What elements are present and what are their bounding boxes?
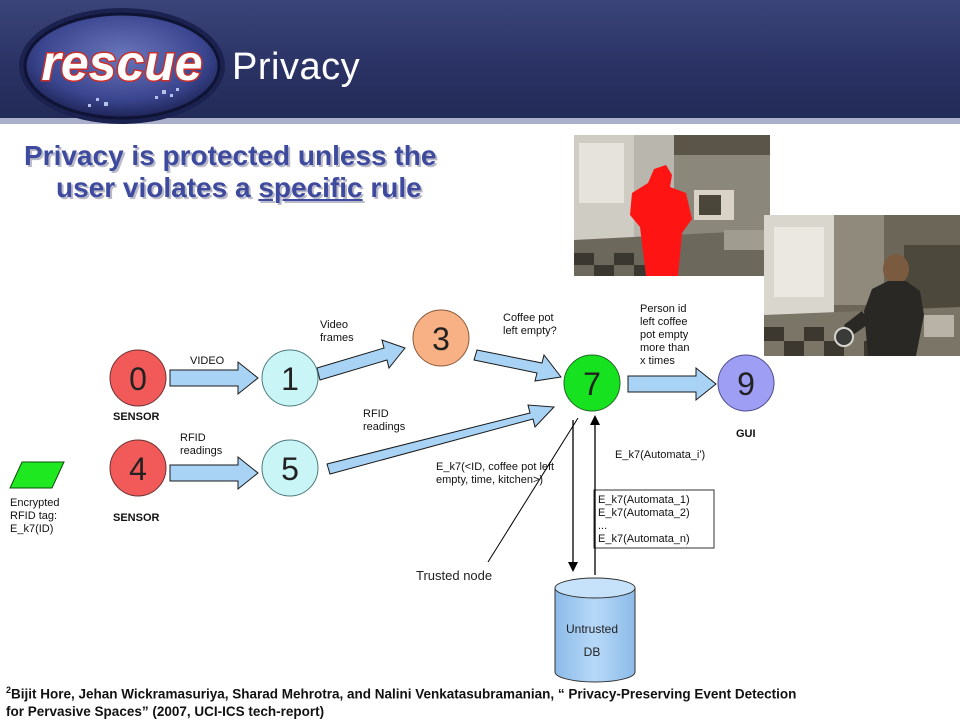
node-1-label: 1 bbox=[281, 361, 299, 397]
trusted-node-pointer bbox=[487, 417, 579, 563]
node-4-label: 4 bbox=[129, 451, 147, 487]
edge-label-rfid-b-1: RFID bbox=[363, 408, 389, 420]
kitchen-photo-person bbox=[764, 215, 960, 356]
edge-label-video-frames-1: Video bbox=[320, 319, 348, 331]
edge-label-video: VIDEO bbox=[190, 355, 225, 367]
node-0: 0 bbox=[109, 349, 167, 407]
edge-label-encrypted-1: E_k7(<ID, coffee pot left bbox=[436, 461, 554, 473]
footnote-marker: 2 bbox=[6, 685, 12, 695]
subtitle-line-2-suffix: rule bbox=[362, 172, 422, 203]
edge-label-person-2: left coffee bbox=[640, 316, 688, 328]
automata-box-line-3: ... bbox=[598, 520, 607, 532]
sensor-label-b: SENSOR bbox=[113, 512, 160, 524]
node-9: 9 bbox=[717, 354, 775, 412]
node-3: 3 bbox=[412, 309, 470, 367]
automata-box bbox=[593, 489, 715, 549]
slide-title: Privacy bbox=[232, 46, 361, 88]
node-7: 7 bbox=[563, 354, 621, 412]
node-3-label: 3 bbox=[432, 321, 450, 357]
header-stripe bbox=[0, 118, 960, 124]
arrow-3-to-7 bbox=[473, 349, 562, 382]
rfid-tag-label-3: E_k7(ID) bbox=[10, 523, 53, 535]
db-label-1: Untrusted bbox=[566, 622, 618, 636]
automata-box-line-4: E_k7(Automata_n) bbox=[598, 533, 690, 545]
logo-text: rescue bbox=[41, 35, 202, 91]
node-7-label: 7 bbox=[583, 366, 601, 402]
gui-label: GUI bbox=[736, 428, 756, 440]
db-label-2: DB bbox=[584, 645, 601, 659]
rfid-tag-label-1: Encrypted bbox=[10, 497, 60, 509]
rescue-logo: rescue bbox=[19, 8, 225, 124]
edge-label-rfid-b-2: readings bbox=[363, 421, 406, 433]
arrow-4-to-5 bbox=[169, 455, 259, 491]
edge-label-automata-i: E_k7(Automata_i') bbox=[615, 449, 705, 461]
edge-label-person-5: x times bbox=[640, 355, 675, 367]
edge-label-person-1: Person id bbox=[640, 303, 686, 315]
edge-label-rfid-a-1: RFID bbox=[180, 432, 206, 444]
footnote-line-1: Bijit Hore, Jehan Wickramasuriya, Sharad… bbox=[11, 686, 797, 702]
footnote-line-2: for Pervasive Spaces” (2007, UCI-ICS tec… bbox=[6, 703, 325, 719]
node-5: 5 bbox=[261, 439, 319, 497]
automata-box-line-2: E_k7(Automata_2) bbox=[598, 507, 690, 519]
footnote: 2Bijit Hore, Jehan Wickramasuriya, Shara… bbox=[6, 682, 956, 720]
node-9-label: 9 bbox=[737, 366, 755, 402]
edge-label-person-4: more than bbox=[640, 342, 690, 354]
arrow-7-to-9 bbox=[627, 366, 717, 402]
node-5-label: 5 bbox=[281, 451, 299, 487]
subtitle: Privacy is protected unless the user vio… bbox=[24, 140, 544, 204]
node-4: 4 bbox=[109, 439, 167, 497]
arrow-5-to-7 bbox=[326, 404, 556, 475]
edge-label-rfid-a-2: readings bbox=[180, 445, 223, 457]
sensor-label-a: SENSOR bbox=[113, 411, 160, 423]
edge-label-coffee-1: Coffee pot bbox=[503, 312, 554, 324]
subtitle-line-2: user violates a specific rule bbox=[24, 172, 544, 204]
trusted-node-label: Trusted node bbox=[416, 568, 492, 583]
automata-box-line-1: E_k7(Automata_1) bbox=[598, 494, 690, 506]
subtitle-line-2-prefix: user violates a bbox=[56, 172, 259, 203]
arrow-0-to-1 bbox=[169, 360, 259, 396]
edge-label-video-frames-2: frames bbox=[320, 332, 354, 344]
subtitle-emphasis: specific bbox=[258, 172, 363, 203]
untrusted-db: Untrusted DB bbox=[554, 577, 636, 683]
edge-label-encrypted-2: empty, time, kitchen>) bbox=[436, 474, 543, 486]
edge-label-person-3: pot empty bbox=[640, 329, 689, 341]
subtitle-line-1: Privacy is protected unless the bbox=[24, 140, 437, 171]
node-1: 1 bbox=[261, 349, 319, 407]
rfid-tag-label-2: RFID tag: bbox=[10, 510, 57, 522]
arrow-1-to-3 bbox=[316, 339, 406, 381]
kitchen-photo-silhouette bbox=[574, 135, 770, 276]
edge-label-coffee-2: left empty? bbox=[503, 325, 557, 337]
rfid-tag-shape bbox=[9, 461, 65, 489]
node-0-label: 0 bbox=[129, 361, 147, 397]
